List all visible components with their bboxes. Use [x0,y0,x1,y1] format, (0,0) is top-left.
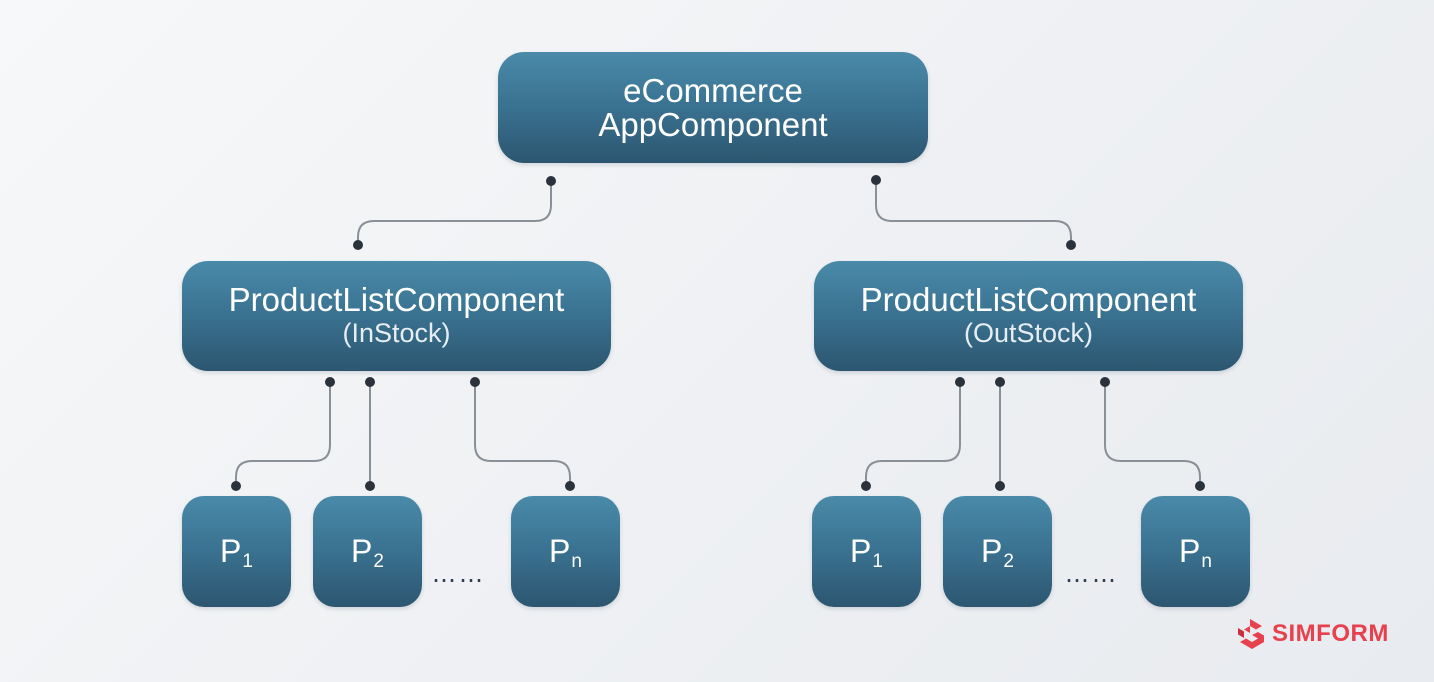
connector-root-right [875,180,1072,245]
leaf-label: P [220,533,242,569]
root-node-line2: AppComponent [598,105,828,143]
dot [1066,240,1076,250]
dot [871,175,881,185]
root-node-ecommerce-app-component: eCommerce AppComponent [498,52,928,163]
ellipsis-instock: …… [432,560,486,588]
connector-dots [231,175,1205,491]
dot [546,176,556,186]
dot [861,481,871,491]
brand-name: SIMFORM [1272,620,1389,647]
dot [1195,481,1205,491]
leaf-label: P [351,533,373,569]
node-title: ProductListComponent [860,281,1197,318]
connector-right-pn [1104,382,1201,486]
product-list-outstock-node: ProductListComponent (OutStock) [814,261,1243,371]
connector-left-pn [474,382,571,486]
dot [470,377,480,387]
leaf-label: P [850,533,872,569]
dot [365,377,375,387]
dot [365,481,375,491]
dot [955,377,965,387]
leaf-subscript: n [571,550,582,572]
dot [995,481,1005,491]
dot [995,377,1005,387]
connector-right-p1 [865,382,961,486]
node-title: ProductListComponent [228,281,565,318]
node-subtitle: (InStock) [342,318,451,348]
dot [565,481,575,491]
leaf-subscript: 2 [1003,550,1014,572]
dot [1100,377,1110,387]
product-list-instock-node: ProductListComponent (InStock) [182,261,611,371]
connector-left-p1 [235,382,331,486]
dot [231,481,241,491]
simform-brand: SIMFORM [1236,617,1389,651]
dot [353,240,363,250]
leaf-subscript: 1 [242,550,253,572]
simform-logo-icon [1238,619,1264,649]
leaf-subscript: 1 [872,550,883,572]
root-node-line1: eCommerce [623,71,803,109]
dot [325,377,335,387]
leaf-subscript: 2 [373,550,384,572]
connector-root-left [357,181,552,245]
ellipsis-outstock: …… [1065,560,1119,588]
leaf-label: P [981,533,1003,569]
leaf-subscript: n [1201,550,1212,572]
leaf-label: P [549,533,571,569]
leaf-label: P [1179,533,1201,569]
node-subtitle: (OutStock) [963,318,1094,348]
